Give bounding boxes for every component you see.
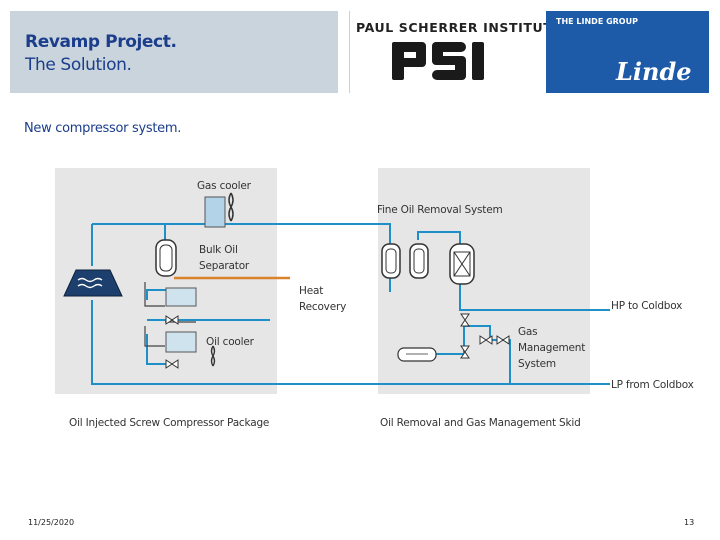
skid-caption: Oil Removal and Gas Management Skid bbox=[380, 417, 581, 429]
psi-institute-name: PAUL SCHERRER INSTITUT bbox=[356, 20, 553, 35]
bulk-oil-label-line1: Bulk Oil bbox=[199, 244, 238, 256]
compressor-package-caption: Oil Injected Screw Compressor Package bbox=[69, 417, 270, 429]
heat-recovery-label-line2: Recovery bbox=[299, 301, 347, 313]
valve-icon bbox=[165, 315, 179, 325]
page-number: 13 bbox=[684, 518, 695, 527]
gas-mgmt-label-line3: System bbox=[518, 358, 556, 370]
title-band bbox=[10, 11, 338, 93]
compressor-icon bbox=[63, 269, 123, 297]
lp-from-coldbox-label: LP from Coldbox bbox=[611, 379, 694, 391]
gas-mgmt-label-line1: Gas bbox=[518, 326, 538, 338]
footer-date: 11/25/2020 bbox=[28, 518, 75, 527]
hp-to-coldbox-pipe bbox=[459, 284, 610, 311]
linde-group-label: THE LINDE GROUP bbox=[556, 17, 638, 26]
lp-return-pipe bbox=[91, 300, 610, 385]
heat-exchanger-icon bbox=[165, 287, 197, 307]
psi-logo-icon bbox=[388, 40, 496, 82]
bulk-oil-label-line2: Separator bbox=[199, 260, 250, 272]
slide-title: Revamp Project. bbox=[25, 32, 177, 52]
heat-recovery-label-line1: Heat bbox=[299, 285, 324, 297]
hp-to-coldbox-label: HP to Coldbox bbox=[611, 300, 683, 312]
gas-cooler-to-filter-pipe bbox=[216, 223, 391, 246]
gas-cooler-icon bbox=[204, 196, 226, 228]
oil-cooler-label: Oil cooler bbox=[206, 336, 254, 348]
oil-cooler-icon bbox=[165, 331, 197, 353]
buffer-tank-icon bbox=[397, 347, 437, 362]
slide-subtitle-line: The Solution. bbox=[25, 55, 132, 75]
fine-oil-removal-label: Fine Oil Removal System bbox=[377, 204, 503, 216]
linde-logo-box bbox=[546, 11, 709, 93]
linde-logo-icon: Linde bbox=[615, 57, 692, 86]
section-heading: New compressor system. bbox=[24, 121, 182, 136]
gas-cooler-label: Gas cooler bbox=[197, 180, 251, 192]
bulk-oil-separator-icon bbox=[155, 239, 177, 277]
svg-text:Linde: Linde bbox=[615, 57, 692, 86]
gas-mgmt-label-line2: Management bbox=[518, 342, 586, 354]
